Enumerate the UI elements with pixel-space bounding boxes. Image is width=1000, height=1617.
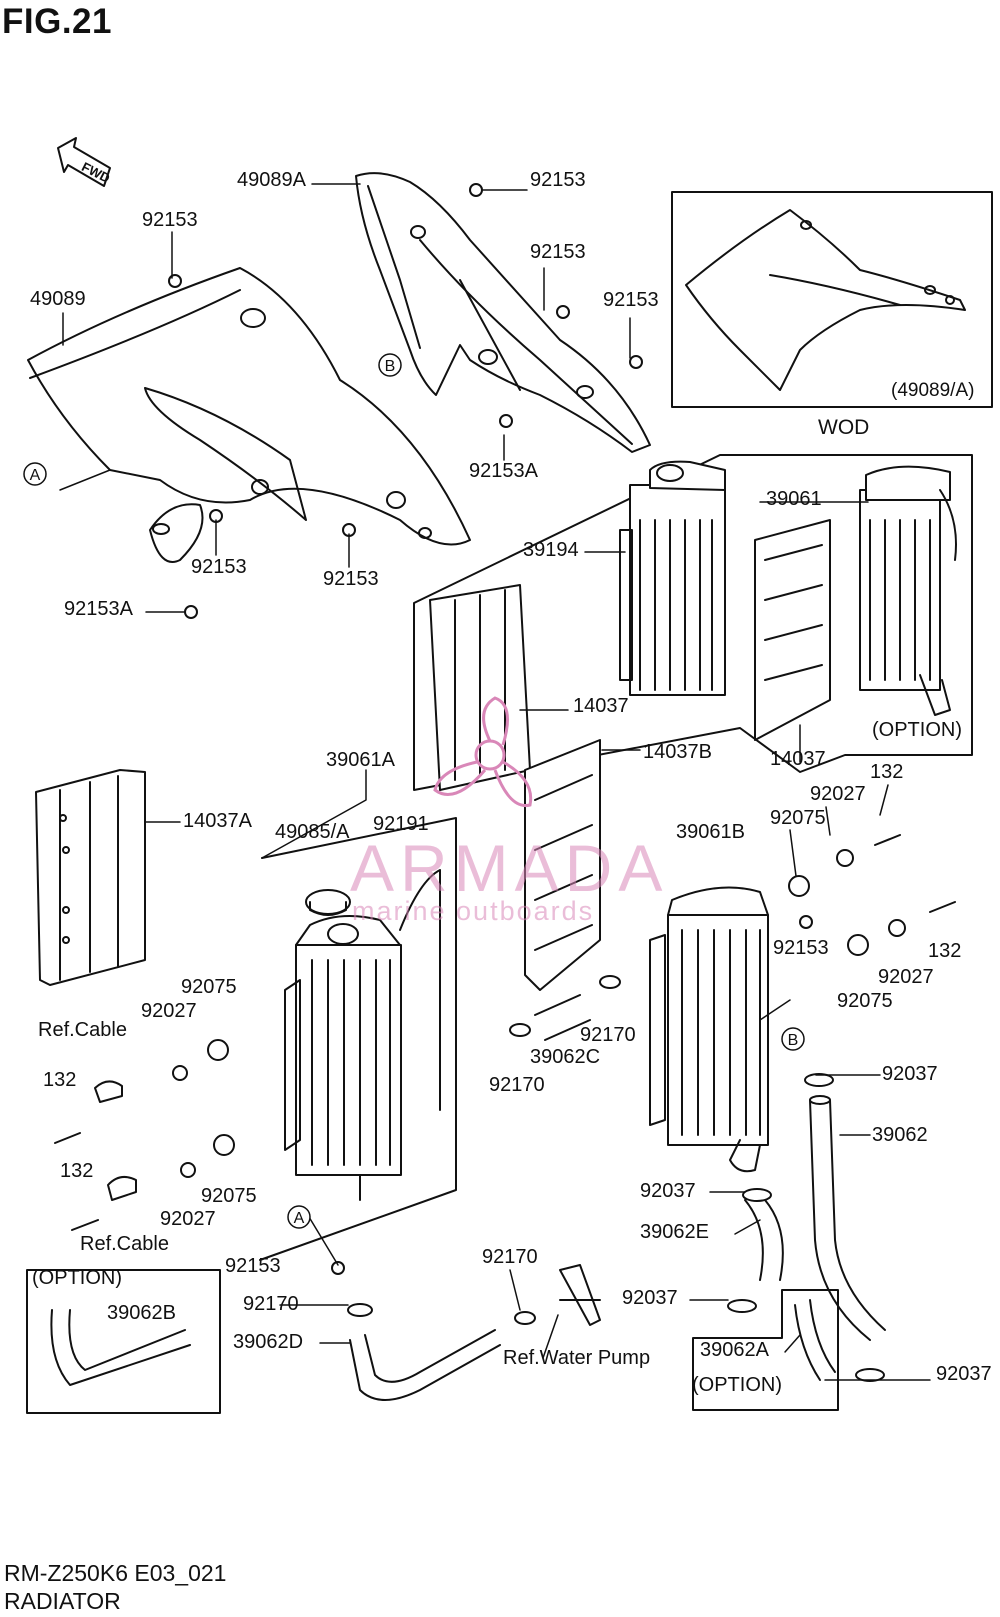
callout-label: (OPTION) xyxy=(872,719,962,741)
reference-marker-letter: B xyxy=(788,1032,799,1049)
reference-marker: B xyxy=(781,1027,805,1051)
callout-label: 92037 xyxy=(936,1363,992,1385)
callout-label: 14037 xyxy=(770,748,826,770)
radiator-guard-14037B xyxy=(524,739,601,991)
callout-label: 92153A xyxy=(469,460,539,482)
callout-label: 92027 xyxy=(141,1000,197,1022)
reference-marker: A xyxy=(287,1205,311,1229)
reference-marker-letter: B xyxy=(385,358,396,375)
callout-label: 39062 xyxy=(872,1124,928,1146)
callout-label: 39061B xyxy=(676,821,745,843)
callout-label: 92170 xyxy=(489,1074,545,1096)
callout-label: 14037B xyxy=(643,741,712,763)
option-box-39062B xyxy=(26,1269,221,1414)
callout-label: 92075 xyxy=(181,976,237,998)
callout-label: 92027 xyxy=(878,966,934,988)
callout-label: 132 xyxy=(60,1160,93,1182)
radiator-cap xyxy=(305,889,351,916)
fwd-arrow-icon: FWD xyxy=(57,137,112,187)
callout-label: 14037A xyxy=(183,810,253,832)
callout-label: 92027 xyxy=(810,783,866,805)
radiator-guard-14037 xyxy=(754,519,831,741)
callout-label: 39194 xyxy=(523,539,579,561)
callout-label: 92037 xyxy=(882,1063,938,1085)
radiator-shroud-right xyxy=(355,172,651,453)
radiator-shroud-left xyxy=(27,267,471,563)
callout-label: 92153 xyxy=(530,169,586,191)
reference-marker: B xyxy=(378,353,402,377)
callout-label: 92037 xyxy=(622,1287,678,1309)
callout-label: 92153 xyxy=(323,568,379,590)
callout-label: 92153 xyxy=(603,289,659,311)
wod-inset-box xyxy=(671,191,993,408)
callout-label: 49085/A xyxy=(275,821,350,843)
callout-label: 92170 xyxy=(580,1024,636,1046)
callout-label: 39062C xyxy=(530,1046,600,1068)
callout-label: 14037 xyxy=(573,695,629,717)
callout-label: Ref.Cable xyxy=(80,1233,169,1255)
callout-label: (OPTION) xyxy=(32,1267,122,1289)
callout-label: 92075 xyxy=(201,1185,257,1207)
callout-label: Ref.Water Pump xyxy=(503,1347,650,1369)
callout-label: 39062B xyxy=(107,1302,176,1324)
radiator-39194 xyxy=(619,460,726,696)
hose-39062E xyxy=(744,1199,784,1281)
callout-label: (OPTION) xyxy=(692,1374,782,1396)
callout-label: 92170 xyxy=(482,1246,538,1268)
callout-label: 39061 xyxy=(766,488,822,510)
callout-label: 92153 xyxy=(191,556,247,578)
callout-label: 39061A xyxy=(326,749,396,771)
hose-39062D xyxy=(349,1329,501,1401)
reference-marker-letter: A xyxy=(294,1210,305,1227)
hose-39062C xyxy=(534,994,591,1041)
callout-label: Ref.Cable xyxy=(38,1019,127,1041)
callout-label: 49089A xyxy=(237,169,307,191)
radiator-39061B xyxy=(649,886,769,1173)
reference-marker: A xyxy=(23,462,47,486)
section-name: RADIATOR xyxy=(4,1588,121,1614)
callout-label: 132 xyxy=(43,1069,76,1091)
radiator-39061 xyxy=(859,465,957,716)
callout-label: 92153A xyxy=(64,598,134,620)
callout-label: 92153 xyxy=(142,209,198,231)
reference-marker-letter: A xyxy=(30,467,41,484)
callout-label: 39062A xyxy=(700,1339,770,1361)
callout-label: 132 xyxy=(928,940,961,962)
side-panel-set-upper xyxy=(429,584,531,791)
water-pump-fitting xyxy=(559,1264,601,1326)
hose-39062A xyxy=(794,1299,836,1381)
callout-label: 92075 xyxy=(837,990,893,1012)
side-panel-set-left-14037A xyxy=(35,769,146,986)
callout-label: 92153 xyxy=(773,937,829,959)
reference-markers: A B B A xyxy=(23,353,805,1229)
callout-label: 92191 xyxy=(373,813,429,835)
callout-label: 92075 xyxy=(770,807,826,829)
figure-title: FIG.21 xyxy=(2,2,112,41)
callout-label: 92153 xyxy=(225,1255,281,1277)
callout-label: 49089 xyxy=(30,288,86,310)
callout-label: 132 xyxy=(870,761,903,783)
radiator-39061A xyxy=(259,817,457,1261)
callout-label: 92027 xyxy=(160,1208,216,1230)
model-code: RM-Z250K6 E03_021 xyxy=(4,1560,227,1586)
callout-label: 92037 xyxy=(640,1180,696,1202)
callout-label: 92170 xyxy=(243,1293,299,1315)
wod-ref: (49089/A) xyxy=(891,380,975,401)
fasteners xyxy=(54,183,956,1382)
callout-label: 39062D xyxy=(233,1331,303,1353)
option-box-39062A xyxy=(692,1289,839,1411)
callout-label: 39062E xyxy=(640,1221,709,1243)
breather-tube xyxy=(399,869,441,1111)
callout-label: 92153 xyxy=(530,241,586,263)
leader-lines xyxy=(59,183,931,1381)
wod-label: WOD xyxy=(818,416,870,439)
